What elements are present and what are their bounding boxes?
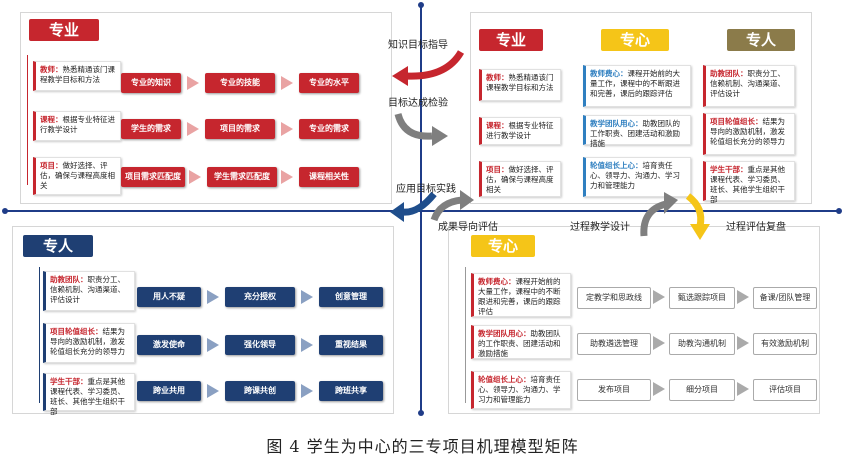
quadrant-title: 专人 bbox=[23, 235, 93, 257]
flow-arrow bbox=[189, 170, 201, 184]
flow-step: 定教学和思政线 bbox=[577, 287, 651, 309]
axis-top-dot bbox=[418, 2, 424, 8]
flow-step: 项目需求匹配度 bbox=[121, 167, 185, 187]
flow-step: 评估项目 bbox=[753, 379, 817, 401]
quadrant-title: 专业 bbox=[29, 19, 99, 41]
note-team-care: 教学团队用心：助教团队的工作职责、团建活动和激励措施 bbox=[471, 325, 571, 359]
flow-step: 跨班共享 bbox=[319, 381, 383, 401]
note-rotating-leader: 项目轮值组长：结果为导向的激励机制，激发轮值组长充分的领导力 bbox=[43, 323, 135, 363]
axis-bottom-dot bbox=[418, 410, 424, 416]
title-dedication: 专心 bbox=[601, 29, 669, 51]
label-apply-practice: 应用目标实践 bbox=[396, 184, 456, 195]
quadrant-people: 专人 助教团队：职责分工、信赖机制、沟通渠道、评估设计 项目轮值组长：结果为导向… bbox=[12, 226, 394, 416]
flow-arrow bbox=[653, 336, 665, 350]
grey-curved-arrow-up-icon bbox=[430, 190, 474, 222]
flow-arrow bbox=[207, 384, 219, 398]
note-teacher: 教师：熟悉精通该门课程教学目标和方法 bbox=[33, 61, 121, 91]
flow-step: 细分项目 bbox=[669, 379, 735, 401]
bracket bbox=[27, 55, 28, 185]
note-teacher-effort: 教师费心：课程开始前的大量工作，课程中的不断跟进和完善，课后的跟踪评估 bbox=[471, 273, 571, 317]
label-goal-verification: 目标达成检验 bbox=[388, 98, 448, 109]
note-teacher: 教师：熟悉精通该门课程教学目标和方法 bbox=[479, 69, 561, 101]
quadrant-dedication: 专心 教师费心：课程开始前的大量工作，课程中的不断跟进和完善，课后的跟踪评估 教… bbox=[448, 226, 820, 414]
grey-curved-arrow-right-icon bbox=[394, 112, 448, 146]
flow-step: 有效激励机制 bbox=[753, 333, 817, 355]
red-curved-arrow-icon bbox=[392, 50, 465, 86]
flow-arrow bbox=[653, 382, 665, 396]
quadrant-integrated: 专业 专心 专人 教师：熟悉精通该门课程教学目标和方法 课程：根据专业特征进行教… bbox=[470, 12, 812, 204]
flow-arrow bbox=[737, 382, 749, 396]
title-people: 专人 bbox=[727, 29, 795, 51]
flow-step: 助教沟通机制 bbox=[669, 333, 735, 355]
flow-arrow bbox=[281, 76, 293, 90]
label-process-review: 过程评估复盘 bbox=[726, 222, 786, 233]
note-student-cadre: 学生干部：重点是其他课程代表、学习委员、班长、其他学生组织干部 bbox=[703, 161, 795, 204]
flow-arrow bbox=[187, 76, 199, 90]
note-course: 课程：根据专业特征进行教学设计 bbox=[33, 111, 121, 141]
flow-step: 重视结果 bbox=[319, 335, 383, 355]
flow-step: 学生需求匹配度 bbox=[207, 167, 277, 187]
grey-curved-arrow-process-icon bbox=[640, 192, 678, 237]
flow-step: 专业的技能 bbox=[205, 73, 275, 93]
flow-step: 发布项目 bbox=[577, 379, 651, 401]
label-outcome-evaluation: 成果导向评估 bbox=[438, 222, 498, 233]
flow-step: 备课/团队管理 bbox=[753, 287, 817, 309]
title-professional: 专业 bbox=[479, 29, 543, 51]
flow-arrow bbox=[737, 290, 749, 304]
flow-step: 用人不疑 bbox=[137, 287, 201, 307]
figure-caption: 图 4 学生为中心的三专项目机理模型矩阵 bbox=[266, 437, 579, 456]
flow-arrow bbox=[207, 338, 219, 352]
flow-step: 跨课共创 bbox=[225, 381, 295, 401]
flow-arrow bbox=[207, 290, 219, 304]
label-knowledge-guidance: 知识目标指导 bbox=[388, 40, 448, 51]
flow-step: 创意管理 bbox=[319, 287, 383, 307]
flow-step: 助教遴选管理 bbox=[577, 333, 651, 355]
note-team-care: 教学团队用心：助教团队的工作职责、团建活动和激励措施 bbox=[583, 115, 691, 148]
flow-arrow bbox=[737, 336, 749, 350]
bracket bbox=[39, 267, 40, 403]
note-project: 项目：做好选择、评估，确保与课程高度相关 bbox=[33, 157, 121, 195]
note-student-cadre: 学生干部：重点是其他课程代表、学习委员、班长、其他学生组织干部 bbox=[43, 373, 135, 416]
note-assistant-team: 助教团队：职责分工、信赖机制、沟通渠道、评估设计 bbox=[703, 65, 795, 107]
quadrant-title: 专心 bbox=[471, 235, 535, 257]
note-course: 课程：根据专业特征进行教学设计 bbox=[479, 117, 561, 145]
axis-right-dot bbox=[836, 208, 842, 214]
flow-arrow bbox=[301, 384, 313, 398]
flow-arrow bbox=[301, 290, 313, 304]
flow-step: 专业的知识 bbox=[121, 73, 181, 93]
flow-step: 专业的需求 bbox=[299, 119, 359, 139]
flow-step: 专业的水平 bbox=[299, 73, 359, 93]
flow-arrow bbox=[281, 122, 293, 136]
bracket bbox=[465, 267, 466, 403]
note-project: 项目：做好选择、评估，确保与课程高度相关 bbox=[479, 161, 561, 197]
yellow-curved-arrow-icon bbox=[685, 193, 710, 240]
flow-arrow bbox=[653, 290, 665, 304]
flow-step: 充分授权 bbox=[225, 287, 295, 307]
note-assistant-team: 助教团队：职责分工、信赖机制、沟通渠道、评估设计 bbox=[43, 271, 135, 311]
flow-step: 跨业共用 bbox=[137, 381, 201, 401]
flow-arrow bbox=[281, 170, 293, 184]
flow-arrow bbox=[187, 122, 199, 136]
flow-arrow bbox=[301, 338, 313, 352]
quadrant-professional: 专业 教师：熟悉精通该门课程教学目标和方法 课程：根据专业特征进行教学设计 项目… bbox=[20, 12, 392, 204]
flow-step: 学生的需求 bbox=[121, 119, 181, 139]
flow-step: 课程相关性 bbox=[299, 167, 359, 187]
horizontal-axis bbox=[4, 210, 840, 212]
note-leader-heart: 轮值组长上心：培育责任心、领导力、沟通力、学习力和管理能力 bbox=[583, 157, 691, 197]
blue-curved-arrow-icon bbox=[390, 191, 437, 222]
flow-step: 项目的需求 bbox=[205, 119, 275, 139]
flow-step: 强化领导 bbox=[225, 335, 295, 355]
label-process-design: 过程教学设计 bbox=[570, 222, 630, 233]
note-teacher-effort: 教师费心：课程开始前的大量工作，课程中的不断跟进和完善，课后的跟踪评估 bbox=[583, 65, 691, 107]
note-leader-heart: 轮值组长上心：培育责任心、领导力、沟通力、学习力和管理能力 bbox=[471, 371, 571, 409]
flow-step: 甄选跟踪项目 bbox=[669, 287, 735, 309]
note-rotating-leader: 项目轮值组长：结果为导向的激励机制，激发轮值组长充分的领导力 bbox=[703, 113, 795, 155]
flow-step: 激发使命 bbox=[137, 335, 201, 355]
axis-left-dot bbox=[2, 208, 8, 214]
